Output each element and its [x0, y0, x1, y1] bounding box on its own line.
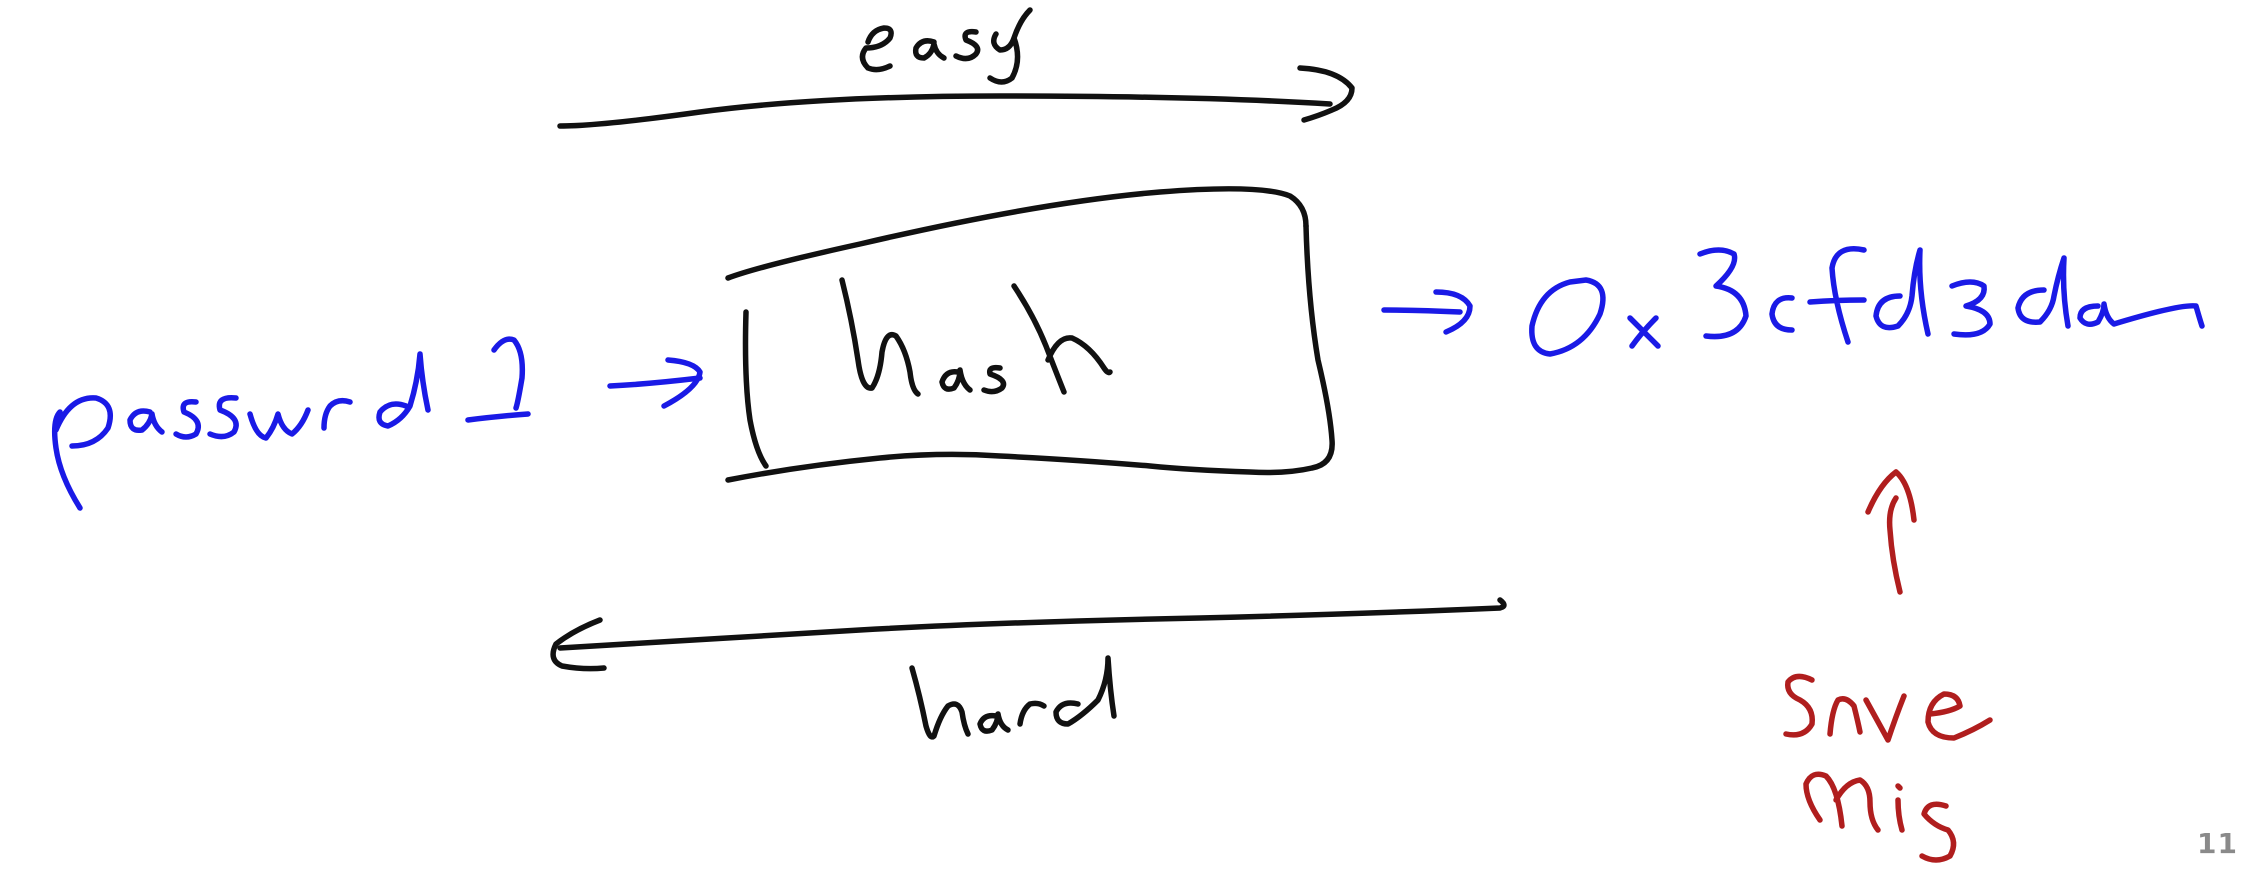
output-hash-text: 0x3cfd3da — [1529, 246, 2205, 357]
output-arrow — [1381, 289, 1473, 335]
input-password-text: password1 — [51, 336, 531, 511]
annotation-save-this: Save this — [1783, 673, 1993, 863]
page-number: 11 — [2197, 827, 2238, 860]
annotation-arrow — [1865, 469, 1917, 595]
hash-label: hash — [839, 277, 1113, 397]
hard-arrow — [550, 597, 1507, 672]
hash-box — [725, 186, 1335, 483]
easy-label: easy — [859, 7, 1033, 85]
hard-label: hard — [909, 655, 1117, 740]
input-arrow — [607, 357, 703, 409]
easy-arrow — [557, 65, 1355, 129]
